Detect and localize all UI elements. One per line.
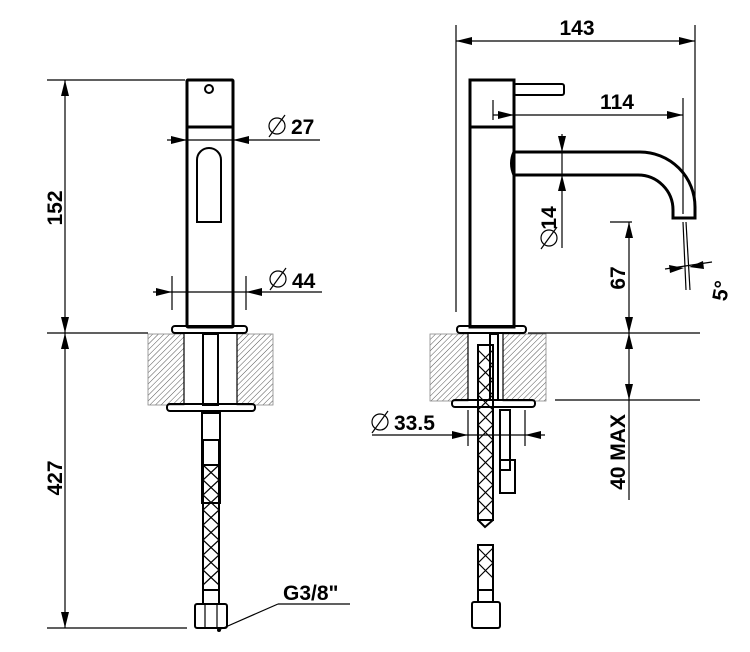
countertop-right-section <box>236 333 274 406</box>
dim-projection: 143 <box>559 17 594 40</box>
shank <box>202 333 219 406</box>
countertop-left-section <box>429 333 469 402</box>
diameter-symbol-icon <box>371 410 389 434</box>
lower-flange <box>166 403 256 412</box>
base-flange <box>456 325 527 334</box>
countertop-left-section <box>147 333 185 406</box>
dim-hole-diameter: 33.5 <box>394 412 435 435</box>
hose-nut <box>194 603 228 629</box>
dim-overall-height: 152 <box>44 190 67 225</box>
front-view: 152 427 27 44 G3/8" <box>44 78 350 632</box>
mixer-body <box>468 78 516 329</box>
label-connection-thread: G3/8" <box>283 582 338 605</box>
dim-counter-thickness: 40 MAX <box>607 414 630 490</box>
diameter-symbol-icon <box>269 267 287 291</box>
side-view: 143 114 14 67 40 MAX 5° 33.5 <box>371 17 735 629</box>
valve-fitting <box>499 459 516 494</box>
lever-slot <box>196 147 222 223</box>
dim-body-diameter: 27 <box>291 116 314 139</box>
hose-nut <box>471 601 501 629</box>
dim-spout-height: 67 <box>607 266 630 289</box>
dim-hose-length: 427 <box>44 460 67 495</box>
braided-hose <box>202 464 220 591</box>
handle-pin-icon <box>204 84 214 94</box>
lever-handle <box>513 83 565 96</box>
dim-base-diameter: 44 <box>292 270 316 293</box>
braided-hose <box>477 344 494 591</box>
dim-spout-reach: 114 <box>600 91 634 114</box>
diameter-symbol-icon <box>268 114 286 138</box>
mixer-body <box>185 78 235 329</box>
dim-angle: 5° <box>709 279 735 303</box>
countertop-right-section <box>502 333 547 402</box>
base-flange <box>171 325 248 334</box>
valve-pipe <box>499 409 511 471</box>
dim-spout-diameter: 14 <box>538 206 561 230</box>
